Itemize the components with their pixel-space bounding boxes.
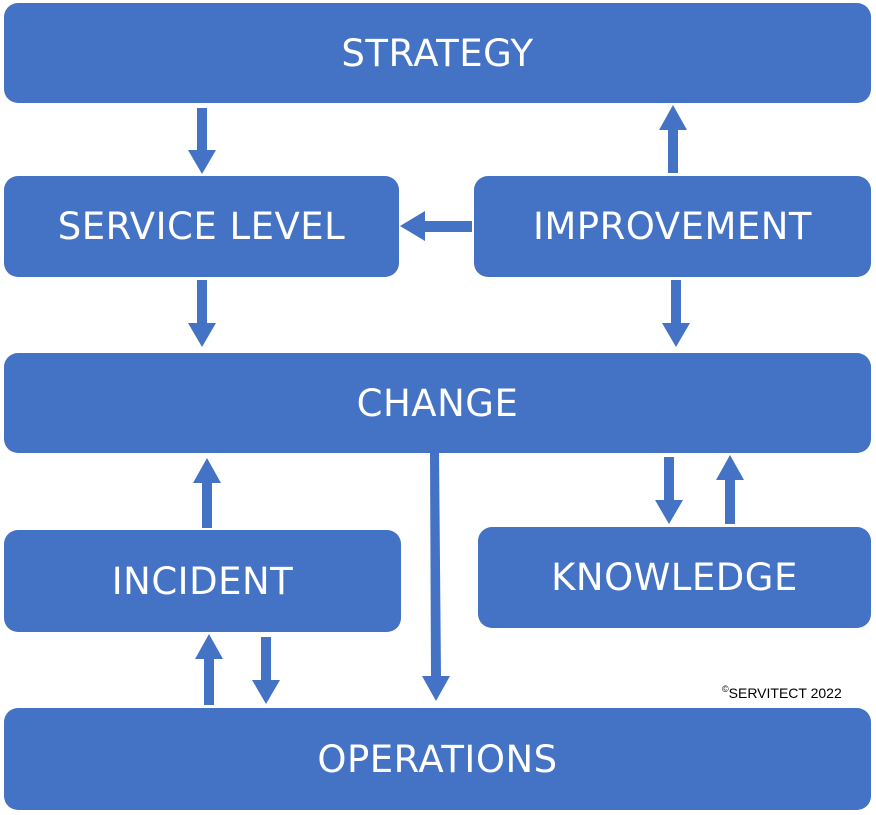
knowledge-box: KNOWLEDGE — [478, 527, 871, 628]
service-level-box: SERVICE LEVEL — [4, 176, 399, 277]
arrow-strategy-to-service-level — [188, 108, 216, 174]
service-level-label: SERVICE LEVEL — [57, 205, 346, 248]
operations-label: OPERATIONS — [317, 737, 558, 781]
change-box: CHANGE — [4, 353, 871, 453]
arrow-change-to-operations — [422, 452, 450, 701]
arrow-incident-to-change — [193, 458, 221, 528]
operations-box: OPERATIONS — [4, 708, 871, 810]
arrow-incident-to-operations — [252, 637, 280, 704]
strategy-box: STRATEGY — [4, 3, 871, 103]
copyright-notice: ©SERVITECT 2022 — [722, 684, 842, 701]
incident-label: INCIDENT — [111, 559, 294, 603]
strategy-label: STRATEGY — [341, 31, 534, 75]
arrow-improvement-to-service-level — [400, 211, 472, 241]
arrow-change-to-knowledge — [655, 457, 683, 524]
copyright-text: SERVITECT 2022 — [728, 685, 842, 701]
arrow-improvement-to-change — [662, 280, 690, 347]
improvement-label: IMPROVEMENT — [532, 205, 813, 248]
incident-box: INCIDENT — [4, 530, 401, 632]
arrow-operations-to-incident — [195, 634, 223, 705]
improvement-box: IMPROVEMENT — [474, 176, 871, 277]
change-label: CHANGE — [356, 381, 519, 425]
arrow-improvement-to-strategy — [659, 105, 687, 173]
knowledge-label: KNOWLEDGE — [551, 556, 798, 599]
arrow-service-level-to-change — [188, 280, 216, 347]
copyright-symbol: © — [722, 684, 729, 694]
arrow-knowledge-to-change — [716, 455, 744, 524]
